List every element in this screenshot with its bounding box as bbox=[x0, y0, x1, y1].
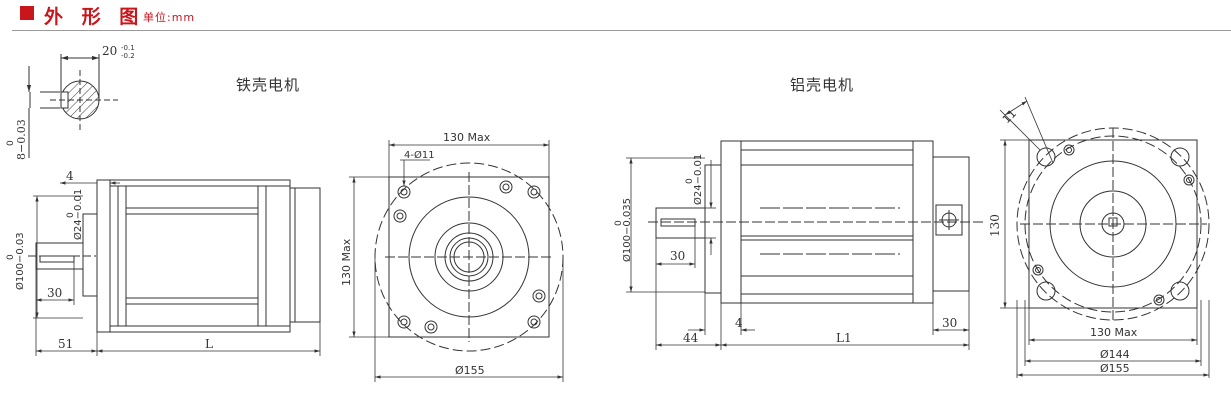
alu-motor-side-view bbox=[648, 140, 985, 304]
iron-motor-front-view bbox=[374, 162, 564, 352]
alu-front-circle-1: Ø144 bbox=[1100, 348, 1130, 361]
alu-motor-title: 铝壳电机 bbox=[790, 76, 855, 94]
iron-front-circle: Ø155 bbox=[455, 364, 485, 377]
alu-side-dimensions bbox=[626, 157, 970, 350]
iron-key-width-lower-tol: -0.2 bbox=[121, 52, 135, 60]
iron-front-width: 130 Max bbox=[443, 131, 491, 144]
iron-dim-l: L bbox=[205, 337, 213, 351]
iron-front-height: 130 Max bbox=[340, 238, 353, 286]
alu-dim-11: 11 bbox=[1000, 107, 1019, 126]
iron-key-depth: 8−0.03 bbox=[15, 119, 28, 160]
iron-flange-dia: Ø100−0.03 bbox=[14, 232, 26, 290]
iron-shaft-section bbox=[26, 54, 118, 158]
header-marker bbox=[20, 6, 34, 20]
alu-front-dimensions bbox=[999, 96, 1210, 378]
iron-shaft-tol: 0 bbox=[66, 212, 76, 218]
alu-shaft-tol: 0 bbox=[685, 178, 695, 184]
alu-dim-4: 4 bbox=[735, 316, 743, 330]
iron-dim-51: 51 bbox=[58, 337, 73, 351]
alu-dim-130: 130 bbox=[988, 214, 1002, 237]
alu-flange-dia: Ø100−0.035 bbox=[621, 198, 633, 262]
header-title: 外 形 图 bbox=[44, 6, 145, 28]
header-rule bbox=[12, 30, 1231, 31]
alu-dim-44: 44 bbox=[683, 331, 699, 345]
alu-dim-30-rear: 30 bbox=[942, 316, 957, 330]
alu-dim-l1: L1 bbox=[836, 331, 852, 345]
iron-motor-side-view bbox=[28, 179, 321, 333]
iron-side-dimensions bbox=[33, 181, 321, 356]
page-header: 外 形 图 单位:mm bbox=[0, 0, 1231, 32]
iron-shaft-dia: Ø24−0.01 bbox=[72, 189, 84, 240]
iron-dim-30: 30 bbox=[47, 286, 62, 300]
iron-hole-note: 4-Ø11 bbox=[404, 149, 435, 161]
alu-dim-30-shaft: 30 bbox=[670, 249, 685, 263]
alu-flange-tol: 0 bbox=[614, 220, 624, 226]
iron-motor-title: 铁壳电机 bbox=[236, 76, 301, 94]
iron-key-width-upper-tol: -0.1 bbox=[121, 44, 135, 52]
alu-motor-front-view bbox=[1016, 127, 1210, 322]
iron-key-depth-tol: 0 bbox=[6, 140, 16, 146]
iron-front-dimensions bbox=[349, 140, 564, 382]
alu-front-width: 130 Max bbox=[1090, 326, 1138, 339]
alu-shaft-dia: Ø24−0.01 bbox=[692, 154, 704, 205]
iron-flange-tol: 0 bbox=[6, 254, 16, 260]
alu-front-circle-2: Ø155 bbox=[1100, 362, 1130, 375]
iron-key-width: 20 bbox=[102, 44, 117, 58]
header-unit: 单位:mm bbox=[143, 11, 196, 24]
iron-dim-4: 4 bbox=[66, 169, 74, 183]
